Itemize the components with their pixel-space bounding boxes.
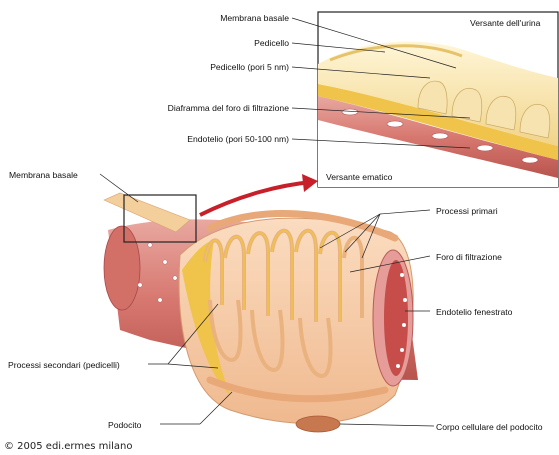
label-pedicello-pori: Pedicello (pori 5 nm): [210, 62, 289, 72]
label-diaframma: Diaframma del foro di filtrazione: [168, 103, 290, 113]
label-versante-ematico: Versante ematico: [326, 172, 393, 182]
inset-panel: Versante dell'urina Versante ematico: [318, 12, 558, 187]
label-membrana-basale-top: Membrana basale: [220, 13, 289, 23]
label-processi-primari: Processi primari: [436, 206, 498, 216]
capillary-right-end: [373, 250, 413, 386]
zoom-arrow-head: [302, 174, 318, 192]
label-corpo-cellulare: Corpo cellulare del podocito: [436, 422, 543, 432]
label-membrana-basale-left: Membrana basale: [9, 170, 78, 180]
copyright-text: © 2005 edi.ermes milano: [4, 441, 133, 452]
label-versante-urina: Versante dell'urina: [470, 18, 541, 28]
label-endotelio-pori: Endotelio (pori 50-100 nm): [187, 134, 289, 144]
zoom-arrow: [200, 182, 312, 215]
label-endotelio-fenestrato: Endotelio fenestrato: [436, 307, 513, 317]
cell-nucleus: [296, 416, 340, 432]
label-foro-filtrazione: Foro di filtrazione: [436, 252, 502, 262]
label-processi-secondari: Processi secondari (pedicelli): [8, 360, 120, 370]
label-pedicello: Pedicello: [254, 38, 289, 48]
label-podocito: Podocito: [108, 420, 142, 430]
